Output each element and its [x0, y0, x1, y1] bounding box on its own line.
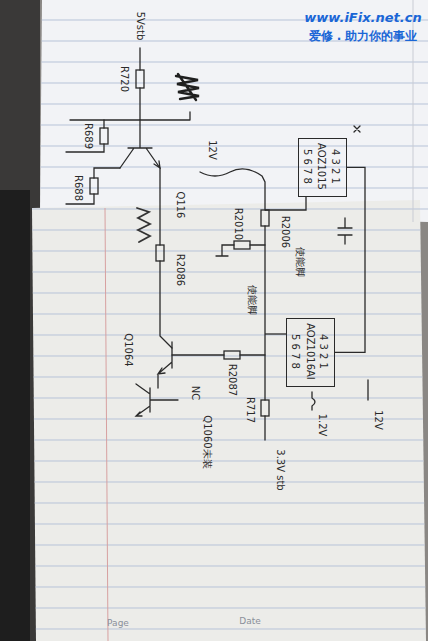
supply-wire	[335, 167, 365, 352]
part-label: R717	[245, 397, 256, 423]
enable-wire	[265, 197, 306, 210]
resistor-symbol	[261, 210, 269, 226]
part-label: R2010	[233, 208, 244, 240]
part-label: NC	[190, 386, 201, 400]
chip-name: AOZ1015	[316, 143, 327, 190]
part-label: 1.2V	[317, 414, 328, 437]
wire	[70, 48, 190, 120]
enable-wire	[265, 333, 286, 334]
resistor-symbol	[224, 351, 240, 359]
part-label: 12V	[207, 140, 218, 160]
wire	[172, 354, 265, 355]
wire	[216, 245, 265, 256]
part-label: R2006	[280, 216, 291, 248]
resistor-symbol	[261, 400, 269, 416]
part-label: R688	[73, 175, 84, 201]
scribble	[176, 74, 199, 100]
part-label: R689	[83, 123, 94, 149]
part-label: Q1064	[123, 333, 134, 366]
transistor-symbol	[120, 120, 160, 168]
pin-numbers: 4 3 2 1	[330, 149, 341, 184]
watermark: 爱修 . 助力你的事业	[309, 30, 418, 43]
ic-chip: 4 3 2 1AOZ10155 6 7 8	[298, 138, 347, 197]
chip-name: AOZ1016AI	[304, 323, 315, 380]
resistor-symbol	[136, 70, 144, 88]
part-label: 5Vstb	[135, 12, 146, 41]
resistor-symbol	[156, 245, 164, 261]
paper-print: Page	[107, 619, 129, 629]
resistor-symbol	[100, 128, 108, 144]
wire	[200, 169, 265, 440]
wire	[312, 380, 368, 410]
capacitor-symbol	[338, 218, 352, 244]
part-label: R2087	[227, 364, 238, 396]
part-label: Q116	[175, 192, 186, 219]
pin-mark	[354, 126, 360, 132]
resistor-symbol	[234, 241, 250, 249]
resistor-symbol	[90, 178, 98, 194]
pin-numbers: 5 6 7 8	[290, 334, 301, 369]
pin-numbers: 5 6 7 8	[302, 149, 313, 184]
part-label: 12V	[373, 410, 384, 430]
part-label: 3.3V stb	[275, 449, 286, 490]
part-label: 使能脚	[295, 247, 306, 277]
transistor-symbol	[158, 342, 172, 388]
pin-numbers: 4 3 2 1	[318, 334, 329, 369]
part-label: R720	[119, 66, 130, 92]
part-label: R2086	[175, 254, 186, 286]
ic-chip: 4 3 2 1AOZ1016AI5 6 7 8	[286, 318, 335, 387]
part-label: Q1060未装	[202, 415, 213, 468]
wire	[66, 120, 104, 152]
wire	[66, 168, 172, 348]
watermark: www.iFix.net.cn	[304, 11, 421, 25]
paper-print: Date	[239, 617, 261, 627]
transistor-symbol	[136, 384, 178, 416]
scribble	[137, 208, 150, 242]
part-label: 使能脚	[247, 285, 258, 315]
